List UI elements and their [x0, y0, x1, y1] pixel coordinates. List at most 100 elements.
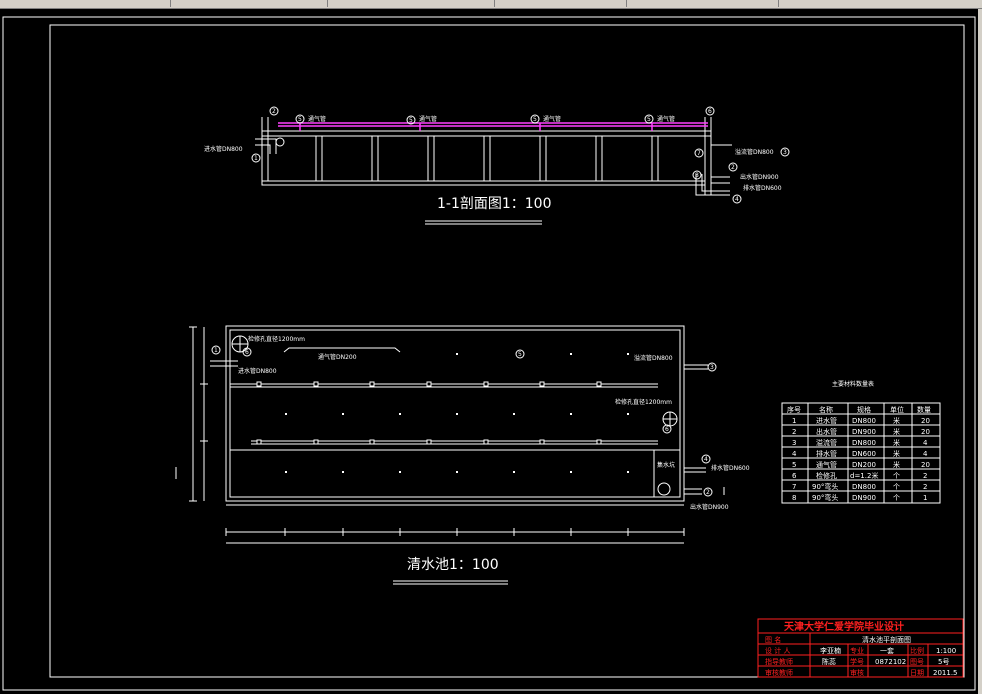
vertical-scrollbar[interactable] [978, 9, 982, 694]
title-block-school: 天津大学仁爱学院毕业设计 [784, 620, 904, 633]
svg-text:溢流管: 溢流管 [816, 438, 837, 447]
plan-label-sump: 集水坑 [657, 461, 675, 469]
plan-vent-dots [285, 353, 629, 473]
plan-marker-numbers: 1 6 5 3 6 4 2 [214, 347, 714, 496]
table-row: 7 90°弯头 DN800 个 2 [792, 482, 927, 491]
svg-text:设 计 人: 设 计 人 [765, 646, 790, 655]
svg-text:2: 2 [792, 428, 796, 436]
svg-text:个: 个 [893, 483, 900, 491]
svg-text:4: 4 [735, 196, 739, 203]
toolbar-strip [0, 0, 982, 9]
title-block-drawing-name: 清水池平剖面图 [862, 635, 911, 644]
vent-pipe [278, 122, 708, 131]
svg-text:李亚楠: 李亚楠 [820, 646, 841, 655]
svg-text:米: 米 [893, 438, 900, 447]
section-label-overflow: 溢流管DN800 [735, 148, 774, 156]
toolbar-segment[interactable] [496, 0, 627, 7]
svg-text:DN900: DN900 [852, 428, 876, 436]
svg-text:DN200: DN200 [852, 461, 876, 469]
svg-text:出水管: 出水管 [816, 427, 837, 436]
plan-markers [211, 345, 717, 497]
title-block-row3: 指导教师 陈蕊 学号 0872102 图号 5号 [765, 657, 949, 666]
svg-text:5: 5 [518, 351, 522, 358]
svg-text:2: 2 [706, 489, 710, 496]
drawing-canvas[interactable]: 2 5 5 5 5 6 1 7 2 8 3 4 通气管 通气管 通气管 通气管 … [0, 9, 978, 694]
svg-text:0872102: 0872102 [875, 658, 906, 666]
svg-text:米: 米 [893, 449, 900, 458]
svg-text:4: 4 [923, 439, 928, 447]
section-label-drain: 排水管DN600 [743, 184, 782, 192]
svg-text:6: 6 [245, 349, 249, 356]
section-title: 1-1剖面图1：100 [437, 196, 552, 212]
svg-text:通气管: 通气管 [308, 115, 326, 123]
toolbar-segment[interactable] [0, 0, 171, 7]
svg-text:90°弯头: 90°弯头 [812, 482, 838, 491]
svg-text:2: 2 [923, 483, 927, 491]
svg-text:4: 4 [704, 456, 708, 463]
svg-text:检修孔: 检修孔 [816, 471, 837, 480]
svg-text:审核: 审核 [850, 668, 864, 677]
plan-pipe-nodes [256, 381, 602, 445]
svg-text:20: 20 [921, 428, 930, 436]
svg-text:序号: 序号 [787, 405, 801, 414]
svg-text:DN600: DN600 [852, 450, 876, 458]
svg-text:6: 6 [792, 472, 797, 480]
svg-text:5: 5 [792, 461, 796, 469]
inner-frame [49, 24, 965, 678]
svg-text:通气管: 通气管 [419, 115, 437, 123]
title-block [757, 618, 964, 678]
svg-text:学号: 学号 [850, 657, 864, 666]
svg-text:7: 7 [792, 483, 796, 491]
svg-text:20: 20 [921, 461, 930, 469]
svg-text:名称: 名称 [819, 405, 833, 414]
plan-label-drain: 排水管DN600 [711, 464, 750, 472]
plan-label-overflow: 溢流管DN800 [634, 354, 673, 362]
svg-text:1: 1 [923, 494, 927, 502]
svg-text:图号: 图号 [910, 658, 924, 666]
svg-text:DN800: DN800 [852, 483, 876, 491]
svg-text:2011.5: 2011.5 [933, 669, 958, 677]
title-block-row2: 设 计 人 李亚楠 专业 一套 比例 1:100 [765, 646, 956, 655]
svg-text:1: 1 [214, 347, 218, 354]
svg-text:1:100: 1:100 [936, 647, 956, 655]
table-row: 2 出水管 DN900 米 20 [792, 427, 930, 436]
section-view [255, 117, 732, 225]
svg-text:2: 2 [923, 472, 927, 480]
svg-text:个: 个 [893, 472, 900, 480]
svg-text:3: 3 [783, 149, 787, 156]
svg-text:指导教师: 指导教师 [765, 657, 793, 666]
outer-frame [2, 16, 976, 691]
toolbar-segment[interactable] [172, 0, 328, 7]
svg-text:个: 个 [893, 494, 900, 502]
svg-text:8: 8 [792, 494, 796, 502]
svg-text:进水管: 进水管 [816, 416, 837, 425]
svg-text:5: 5 [647, 116, 651, 123]
toolbar-segment[interactable] [628, 0, 779, 7]
svg-text:米: 米 [893, 416, 900, 425]
title-block-row4: 审核教师 审核 日期 2011.5 [765, 668, 958, 677]
svg-text:5号: 5号 [938, 658, 949, 666]
svg-text:米: 米 [893, 427, 900, 436]
toolbar-segment[interactable] [329, 0, 495, 7]
materials-table [781, 402, 941, 504]
plan-title: 清水池1：100 [407, 557, 499, 573]
svg-text:通气管: 通气管 [657, 115, 675, 123]
svg-text:规格: 规格 [857, 405, 871, 414]
svg-text:DN800: DN800 [852, 439, 876, 447]
drawing-svg: 2 5 5 5 5 6 1 7 2 8 3 4 通气管 通气管 通气管 通气管 … [2, 16, 976, 691]
plan-dimension-ticks [189, 326, 685, 536]
svg-text:专业: 专业 [850, 646, 864, 655]
svg-text:通气管: 通气管 [816, 460, 837, 469]
plan-label-outlet: 出水管DN900 [690, 503, 729, 511]
materials-table-title: 主要材料数量表 [832, 380, 874, 388]
svg-text:2: 2 [731, 164, 735, 171]
materials-table-header: 序号 名称 规格 单位 数量 [787, 405, 931, 414]
